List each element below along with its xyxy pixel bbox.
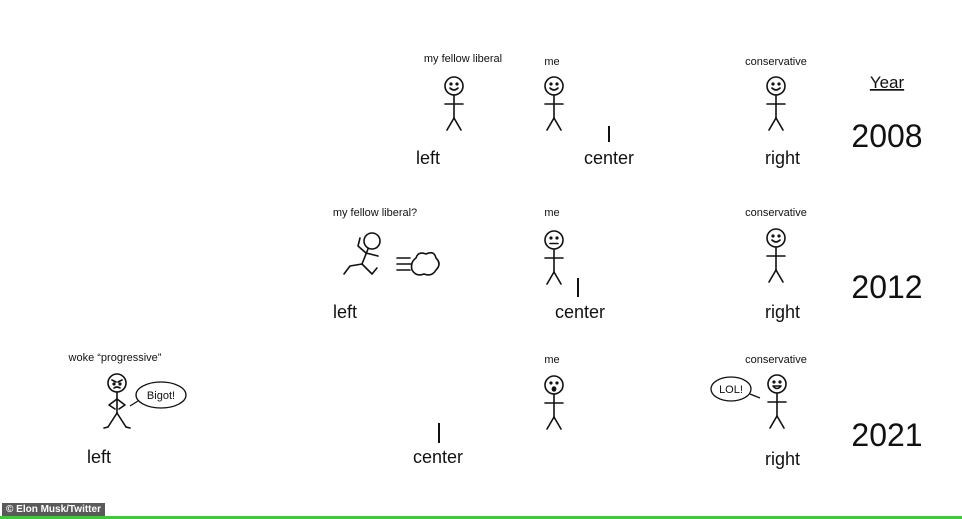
me-shocked-stick-figure: [544, 375, 564, 430]
bigot-speech-bubble: Bigot!: [129, 381, 187, 409]
year-label: 2021: [851, 417, 922, 453]
year-heading: Year: [870, 73, 905, 92]
row-2012: left center right 2012 my fellow liberal…: [333, 207, 923, 322]
axis-right-label: right: [765, 449, 800, 469]
me-label: me: [544, 207, 559, 219]
me-label: me: [544, 354, 559, 366]
me-neutral-stick-figure: [544, 230, 564, 285]
progressive-stick-figure: [103, 373, 131, 429]
bottom-accent-bar: [0, 516, 962, 519]
lol-speech-bubble: LOL!: [710, 376, 761, 402]
axis-center-label: center: [584, 148, 634, 168]
me-label: me: [544, 56, 559, 68]
conservative-stick-figure: [766, 228, 786, 283]
conservative-laughing-stick-figure: [767, 374, 787, 429]
axis-right-label: right: [765, 302, 800, 322]
row-2008: left center right 2008 my fellow liberal…: [416, 53, 923, 168]
fellow-liberal-label: my fellow liberal: [424, 53, 502, 65]
conservative-label: conservative: [745, 56, 807, 68]
dust-cloud-icon: [396, 251, 440, 276]
axis-left-label: left: [333, 302, 357, 322]
conservative-label: conservative: [745, 354, 807, 366]
axis-right-label: right: [765, 148, 800, 168]
conservative-label: conservative: [745, 207, 807, 219]
me-stick-figure: [544, 76, 564, 131]
fellow-liberal-label: my fellow liberal?: [333, 207, 417, 219]
conservative-stick-figure: [766, 76, 786, 131]
lol-bubble-text: LOL!: [719, 384, 743, 396]
year-label: 2012: [851, 269, 922, 305]
axis-center-label: center: [555, 302, 605, 322]
year-label: 2008: [851, 118, 922, 154]
axis-left-label: left: [416, 148, 440, 168]
axis-left-label: left: [87, 447, 111, 467]
bigot-bubble-text: Bigot!: [147, 390, 175, 402]
fellow-liberal-stick-figure: [444, 76, 464, 131]
progressive-label: woke “progressive”: [68, 352, 162, 364]
axis-center-label: center: [413, 447, 463, 467]
image-credit: © Elon Musk/Twitter: [2, 503, 105, 516]
fleeing-liberal-stick-figure: [343, 232, 381, 275]
row-2021: left center right 2021 woke “progressive…: [68, 352, 923, 469]
